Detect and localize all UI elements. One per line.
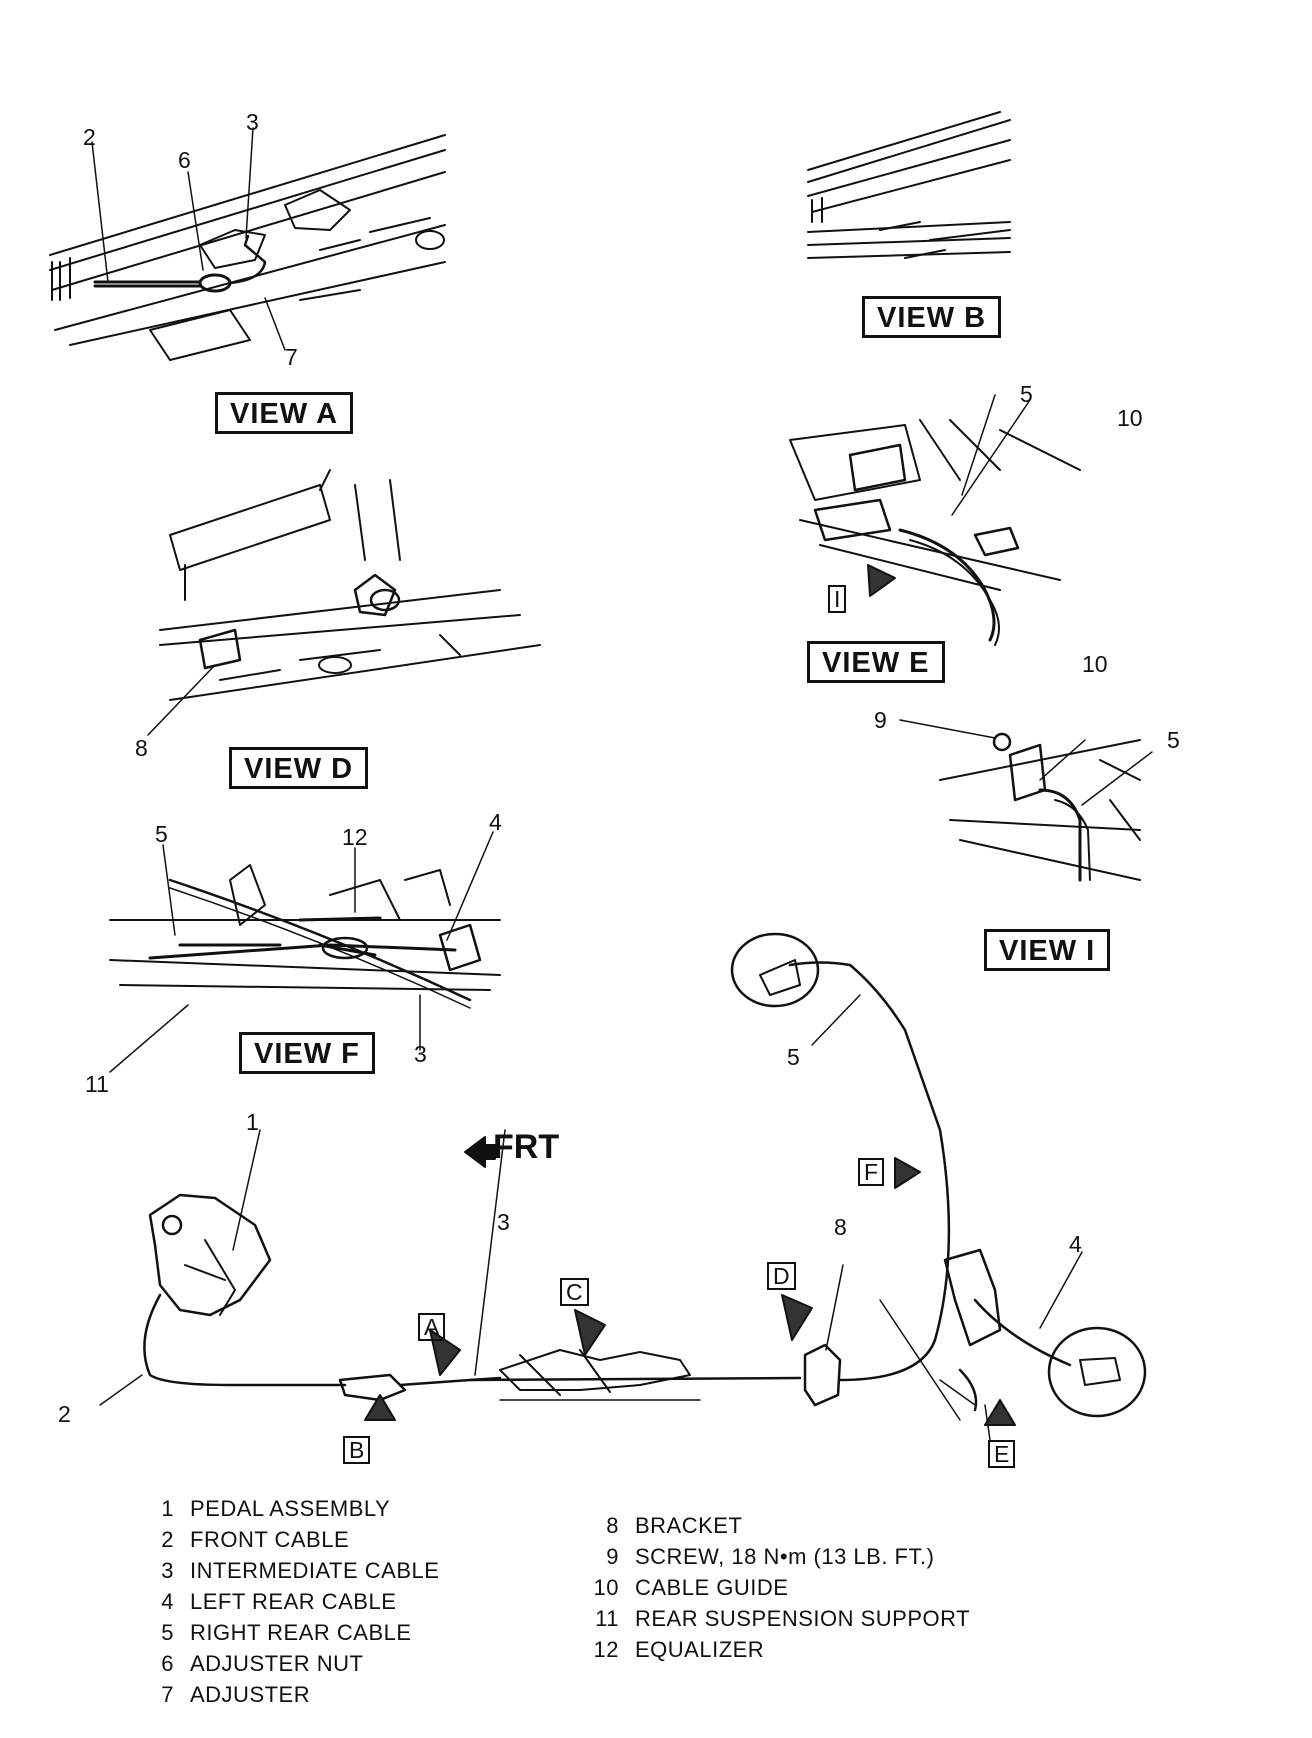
callout-3: 3 — [414, 1041, 427, 1067]
legend-text: FRONT CABLE — [190, 1526, 350, 1552]
callout-4: 4 — [489, 809, 502, 835]
arrow-letter-c: C — [560, 1278, 589, 1306]
view-f-sketch — [109, 831, 501, 1073]
callout-3: 3 — [497, 1209, 510, 1235]
view-a-label: VIEW A — [215, 392, 354, 434]
legend-num: 4 — [161, 1588, 174, 1614]
legend-num: 9 — [606, 1543, 619, 1569]
callout-5: 5 — [787, 1044, 800, 1070]
arrow-letter-e: E — [988, 1440, 1016, 1468]
view-f-label: VIEW F — [239, 1032, 375, 1074]
legend-num: 3 — [161, 1557, 174, 1583]
legend-num: 11 — [595, 1605, 619, 1631]
arrow-letter-i: I — [828, 585, 847, 613]
legend-item: 2 FRONT CABLE — [140, 1524, 439, 1555]
callout-7: 7 — [285, 344, 298, 370]
callout-4: 4 — [1069, 1231, 1082, 1257]
arrow-letter-a: A — [418, 1313, 446, 1341]
callout-5: 5 — [1020, 381, 1033, 407]
legend-item: 12 EQUALIZER — [585, 1634, 970, 1665]
legend-text: LEFT REAR CABLE — [190, 1588, 397, 1614]
legend-right: 8 BRACKET 9 SCREW, 18 N•m (13 LB. FT.) 10 C… — [585, 1510, 970, 1665]
legend-item: 7 ADJUSTER — [140, 1679, 439, 1710]
legend-text: CABLE GUIDE — [635, 1574, 789, 1600]
view-e-sketch — [789, 394, 1081, 646]
arrow-letter-d: D — [767, 1262, 796, 1290]
legend-text: PEDAL ASSEMBLY — [190, 1495, 391, 1521]
legend-text: SCREW, 18 N•m (13 LB. FT.) — [635, 1543, 935, 1569]
legend-num: 8 — [606, 1512, 619, 1538]
legend-num: 7 — [161, 1681, 174, 1707]
callout-5: 5 — [1167, 727, 1180, 753]
legend-text: REAR SUSPENSION SUPPORT — [635, 1605, 971, 1631]
callout-9: 9 — [874, 707, 887, 733]
callout-8: 8 — [135, 735, 148, 761]
view-i-label: VIEW I — [984, 929, 1111, 971]
view-d-label: VIEW D — [229, 747, 369, 789]
legend-item: 8 BRACKET — [585, 1510, 970, 1541]
callout-1: 1 — [246, 1109, 259, 1135]
view-i-sketch — [899, 719, 1153, 882]
legend-text: RIGHT REAR CABLE — [190, 1619, 412, 1645]
callout-8: 8 — [834, 1214, 847, 1240]
legend-text: INTERMEDIATE CABLE — [190, 1557, 440, 1583]
view-b-label: VIEW B — [862, 296, 1002, 338]
legend-item: 5 RIGHT REAR CABLE — [140, 1617, 439, 1648]
callout-12: 12 — [342, 824, 368, 850]
legend-item: 6 ADJUSTER NUT — [140, 1648, 439, 1679]
legend-item: 11 REAR SUSPENSION SUPPORT — [585, 1603, 970, 1634]
legend-text: ADJUSTER NUT — [190, 1650, 364, 1676]
legend-left: 1 PEDAL ASSEMBLY 2 FRONT CABLE 3 INTERMEDIA… — [140, 1493, 439, 1710]
main-assembly — [99, 564, 1147, 1441]
view-b-sketch — [807, 111, 1011, 259]
callout-3: 3 — [246, 109, 259, 135]
callout-5: 5 — [155, 821, 168, 847]
legend-num: 1 — [161, 1495, 174, 1521]
callout-2: 2 — [83, 124, 96, 150]
front-direction-label: FRT — [493, 1128, 560, 1166]
arrow-letter-f: F — [858, 1158, 885, 1186]
callout-6: 6 — [178, 147, 191, 173]
callout-11: 11 — [85, 1071, 109, 1097]
legend-num: 5 — [161, 1619, 174, 1645]
legend-num: 10 — [593, 1574, 619, 1600]
legend-text: BRACKET — [635, 1512, 743, 1538]
legend-num: 2 — [161, 1526, 174, 1552]
legend-item: 9 SCREW, 18 N•m (13 LB. FT.) — [585, 1541, 970, 1572]
callout-10: 10 — [1082, 651, 1108, 677]
legend-text: EQUALIZER — [635, 1636, 765, 1662]
arrow-letter-b: B — [343, 1436, 371, 1464]
callout-10: 10 — [1117, 405, 1143, 431]
legend-item: 10 CABLE GUIDE — [585, 1572, 970, 1603]
legend-num: 6 — [161, 1650, 174, 1676]
legend-num: 12 — [593, 1636, 619, 1662]
view-e-label: VIEW E — [807, 641, 945, 683]
callout-2: 2 — [58, 1401, 71, 1427]
legend-item: 4 LEFT REAR CABLE — [140, 1586, 439, 1617]
legend-text: ADJUSTER — [190, 1681, 311, 1707]
view-a-sketch — [49, 127, 446, 361]
view-d-sketch — [147, 469, 541, 736]
legend-item: 3 INTERMEDIATE CABLE — [140, 1555, 439, 1586]
legend-item: 1 PEDAL ASSEMBLY — [140, 1493, 439, 1524]
